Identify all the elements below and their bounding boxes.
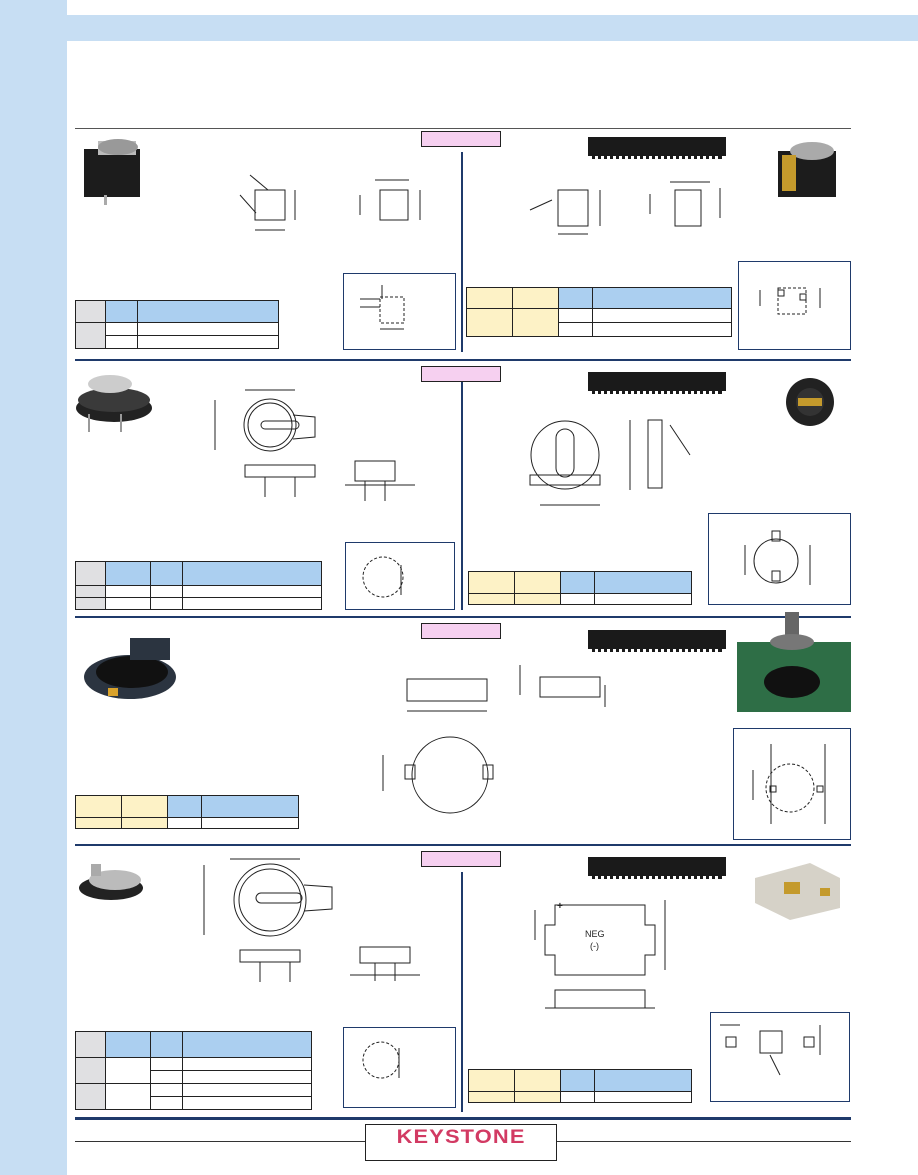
pcb-layout-drawing bbox=[720, 1024, 821, 1076]
neg-symbol: (-) bbox=[590, 941, 599, 951]
spec-table bbox=[468, 571, 692, 605]
technical-drawing bbox=[529, 181, 721, 235]
column-divider bbox=[461, 380, 463, 610]
pos-symbol: + bbox=[557, 901, 563, 912]
section-divider bbox=[75, 616, 851, 618]
product-photo-5 bbox=[84, 638, 176, 699]
technical-drawing bbox=[203, 858, 420, 982]
product-photo-4 bbox=[786, 378, 834, 426]
footer-logo-box: KEYSTONE bbox=[365, 1124, 557, 1161]
spec-table bbox=[75, 795, 299, 829]
technical-drawing bbox=[239, 174, 421, 231]
spec-table bbox=[468, 1069, 692, 1103]
product-label-4 bbox=[421, 851, 501, 867]
spec-table bbox=[466, 287, 732, 337]
pcb-layout-drawing bbox=[362, 1041, 400, 1079]
section-divider bbox=[75, 1117, 851, 1120]
pcb-layout-drawing bbox=[759, 287, 821, 315]
product-photo-2 bbox=[778, 142, 836, 197]
product-photo-6 bbox=[737, 612, 851, 712]
product-label-1 bbox=[421, 131, 501, 147]
technical-drawing bbox=[214, 389, 415, 501]
technical-drawing bbox=[382, 665, 606, 814]
page-sidebar-band bbox=[0, 0, 67, 1175]
pcb-layout-drawing bbox=[360, 285, 405, 330]
spec-table bbox=[75, 561, 322, 610]
product-header-bar-2 bbox=[588, 372, 726, 394]
neg-label: NEG bbox=[585, 929, 605, 939]
spec-table bbox=[75, 300, 279, 349]
product-header-bar-1 bbox=[588, 137, 726, 159]
section-divider bbox=[75, 844, 851, 846]
product-photo-8 bbox=[755, 863, 840, 920]
product-header-bar-4 bbox=[588, 857, 726, 879]
spec-table bbox=[75, 1031, 312, 1110]
pcb-layout-drawing bbox=[752, 744, 826, 824]
product-header-bar-3 bbox=[588, 630, 726, 652]
pcb-layout-drawing bbox=[744, 530, 811, 585]
product-photo-7 bbox=[79, 864, 143, 900]
product-photo-1 bbox=[84, 139, 140, 205]
section-divider bbox=[75, 359, 851, 361]
product-label-2 bbox=[421, 366, 501, 382]
technical-drawing: NEG (-) + bbox=[534, 900, 666, 1009]
page-header-band bbox=[0, 15, 918, 41]
keystone-logo: KEYSTONE bbox=[396, 1127, 526, 1148]
column-divider bbox=[461, 872, 463, 1112]
column-divider bbox=[461, 152, 463, 352]
technical-drawing bbox=[529, 419, 691, 506]
product-label-3 bbox=[421, 623, 501, 639]
product-photo-3 bbox=[76, 375, 152, 432]
pcb-layout-drawing bbox=[362, 556, 404, 598]
section-divider bbox=[75, 128, 851, 129]
